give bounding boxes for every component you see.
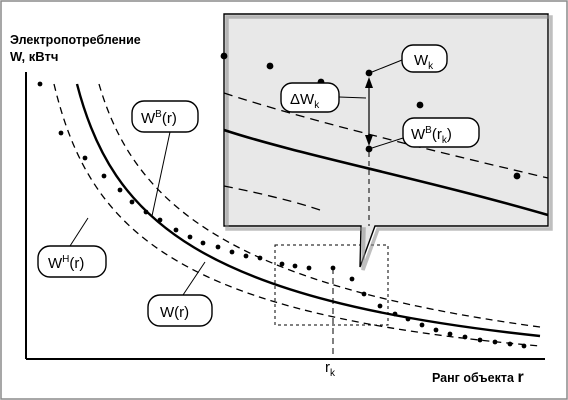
- inset-upper-curve: [223, 92, 549, 179]
- data-point: [492, 339, 498, 345]
- data-point: [37, 81, 43, 87]
- data-point: [257, 255, 263, 261]
- point-wb-rk: [365, 145, 373, 153]
- bubble-w-upper: [131, 100, 199, 133]
- data-point: [477, 337, 483, 343]
- point-wk: [365, 69, 373, 77]
- inset-lower-curve: [223, 185, 321, 211]
- lower-curve-wh: [53, 83, 541, 347]
- label-delta-wk: ΔWk: [290, 91, 320, 111]
- data-point: [129, 199, 135, 205]
- rk-label: rk: [325, 359, 336, 379]
- inset-data-point: [513, 172, 521, 180]
- bubble-w-mean: [147, 294, 213, 327]
- y-axis-title-line1: Электропотребление: [10, 33, 141, 47]
- mean-curve-w: [75, 83, 541, 338]
- inset-mean-curve: [223, 128, 549, 217]
- data-point: [306, 265, 312, 271]
- data-point: [173, 227, 179, 233]
- data-point: [279, 261, 285, 267]
- label-w-lower: WH(r): [48, 254, 84, 272]
- data-point: [101, 173, 107, 179]
- y-axis-title-line2: W, кВтч: [10, 49, 58, 64]
- bubble-wb-rk: [402, 117, 480, 148]
- inset-panel: [223, 13, 549, 268]
- zoom-region-box: [274, 244, 389, 326]
- label-w-mean: W(r): [160, 304, 189, 321]
- data-point: [200, 240, 206, 246]
- data-point: [447, 331, 453, 337]
- label-wk: Wk: [414, 52, 434, 72]
- data-point: [187, 234, 193, 240]
- delta-arrow-head-up: [365, 77, 373, 88]
- data-point: [58, 130, 64, 136]
- inset-data-point: [220, 52, 228, 60]
- data-point: [507, 341, 513, 347]
- leader-w-lower: [69, 217, 89, 247]
- label-wb-rk: WB(rk): [411, 125, 452, 146]
- bubble-w-lower: [37, 245, 107, 278]
- data-point: [157, 217, 163, 223]
- data-point: [229, 249, 235, 255]
- bubble-wk: [401, 44, 448, 73]
- data-point: [419, 322, 425, 328]
- leader-wb-rk: [371, 137, 404, 149]
- x-axis-title: Ранг объекта r: [432, 369, 524, 386]
- leader-w-upper: [151, 131, 171, 217]
- data-point: [243, 253, 249, 259]
- data-point: [462, 334, 468, 340]
- data-point: [349, 276, 355, 282]
- data-point: [215, 244, 221, 250]
- observed-points: [37, 81, 527, 349]
- inset-data-point: [266, 62, 274, 70]
- data-point: [292, 263, 298, 269]
- data-point: [82, 155, 88, 161]
- data-point: [117, 187, 123, 193]
- data-point: [521, 343, 527, 349]
- data-point: [392, 311, 398, 317]
- data-point: [405, 316, 411, 322]
- data-point: [377, 303, 383, 309]
- inset-data-point: [416, 101, 424, 109]
- leader-w-mean: [182, 261, 206, 296]
- data-point: [361, 291, 367, 297]
- delta-arrow-head-down: [365, 135, 373, 146]
- inset-shadow: [225, 15, 553, 271]
- data-point: [433, 327, 439, 333]
- leader-delta: [338, 96, 367, 99]
- leader-wk: [371, 59, 403, 73]
- label-w-upper: WB(r): [141, 109, 177, 127]
- upper-curve-wb: [98, 83, 541, 328]
- data-point: [143, 209, 149, 215]
